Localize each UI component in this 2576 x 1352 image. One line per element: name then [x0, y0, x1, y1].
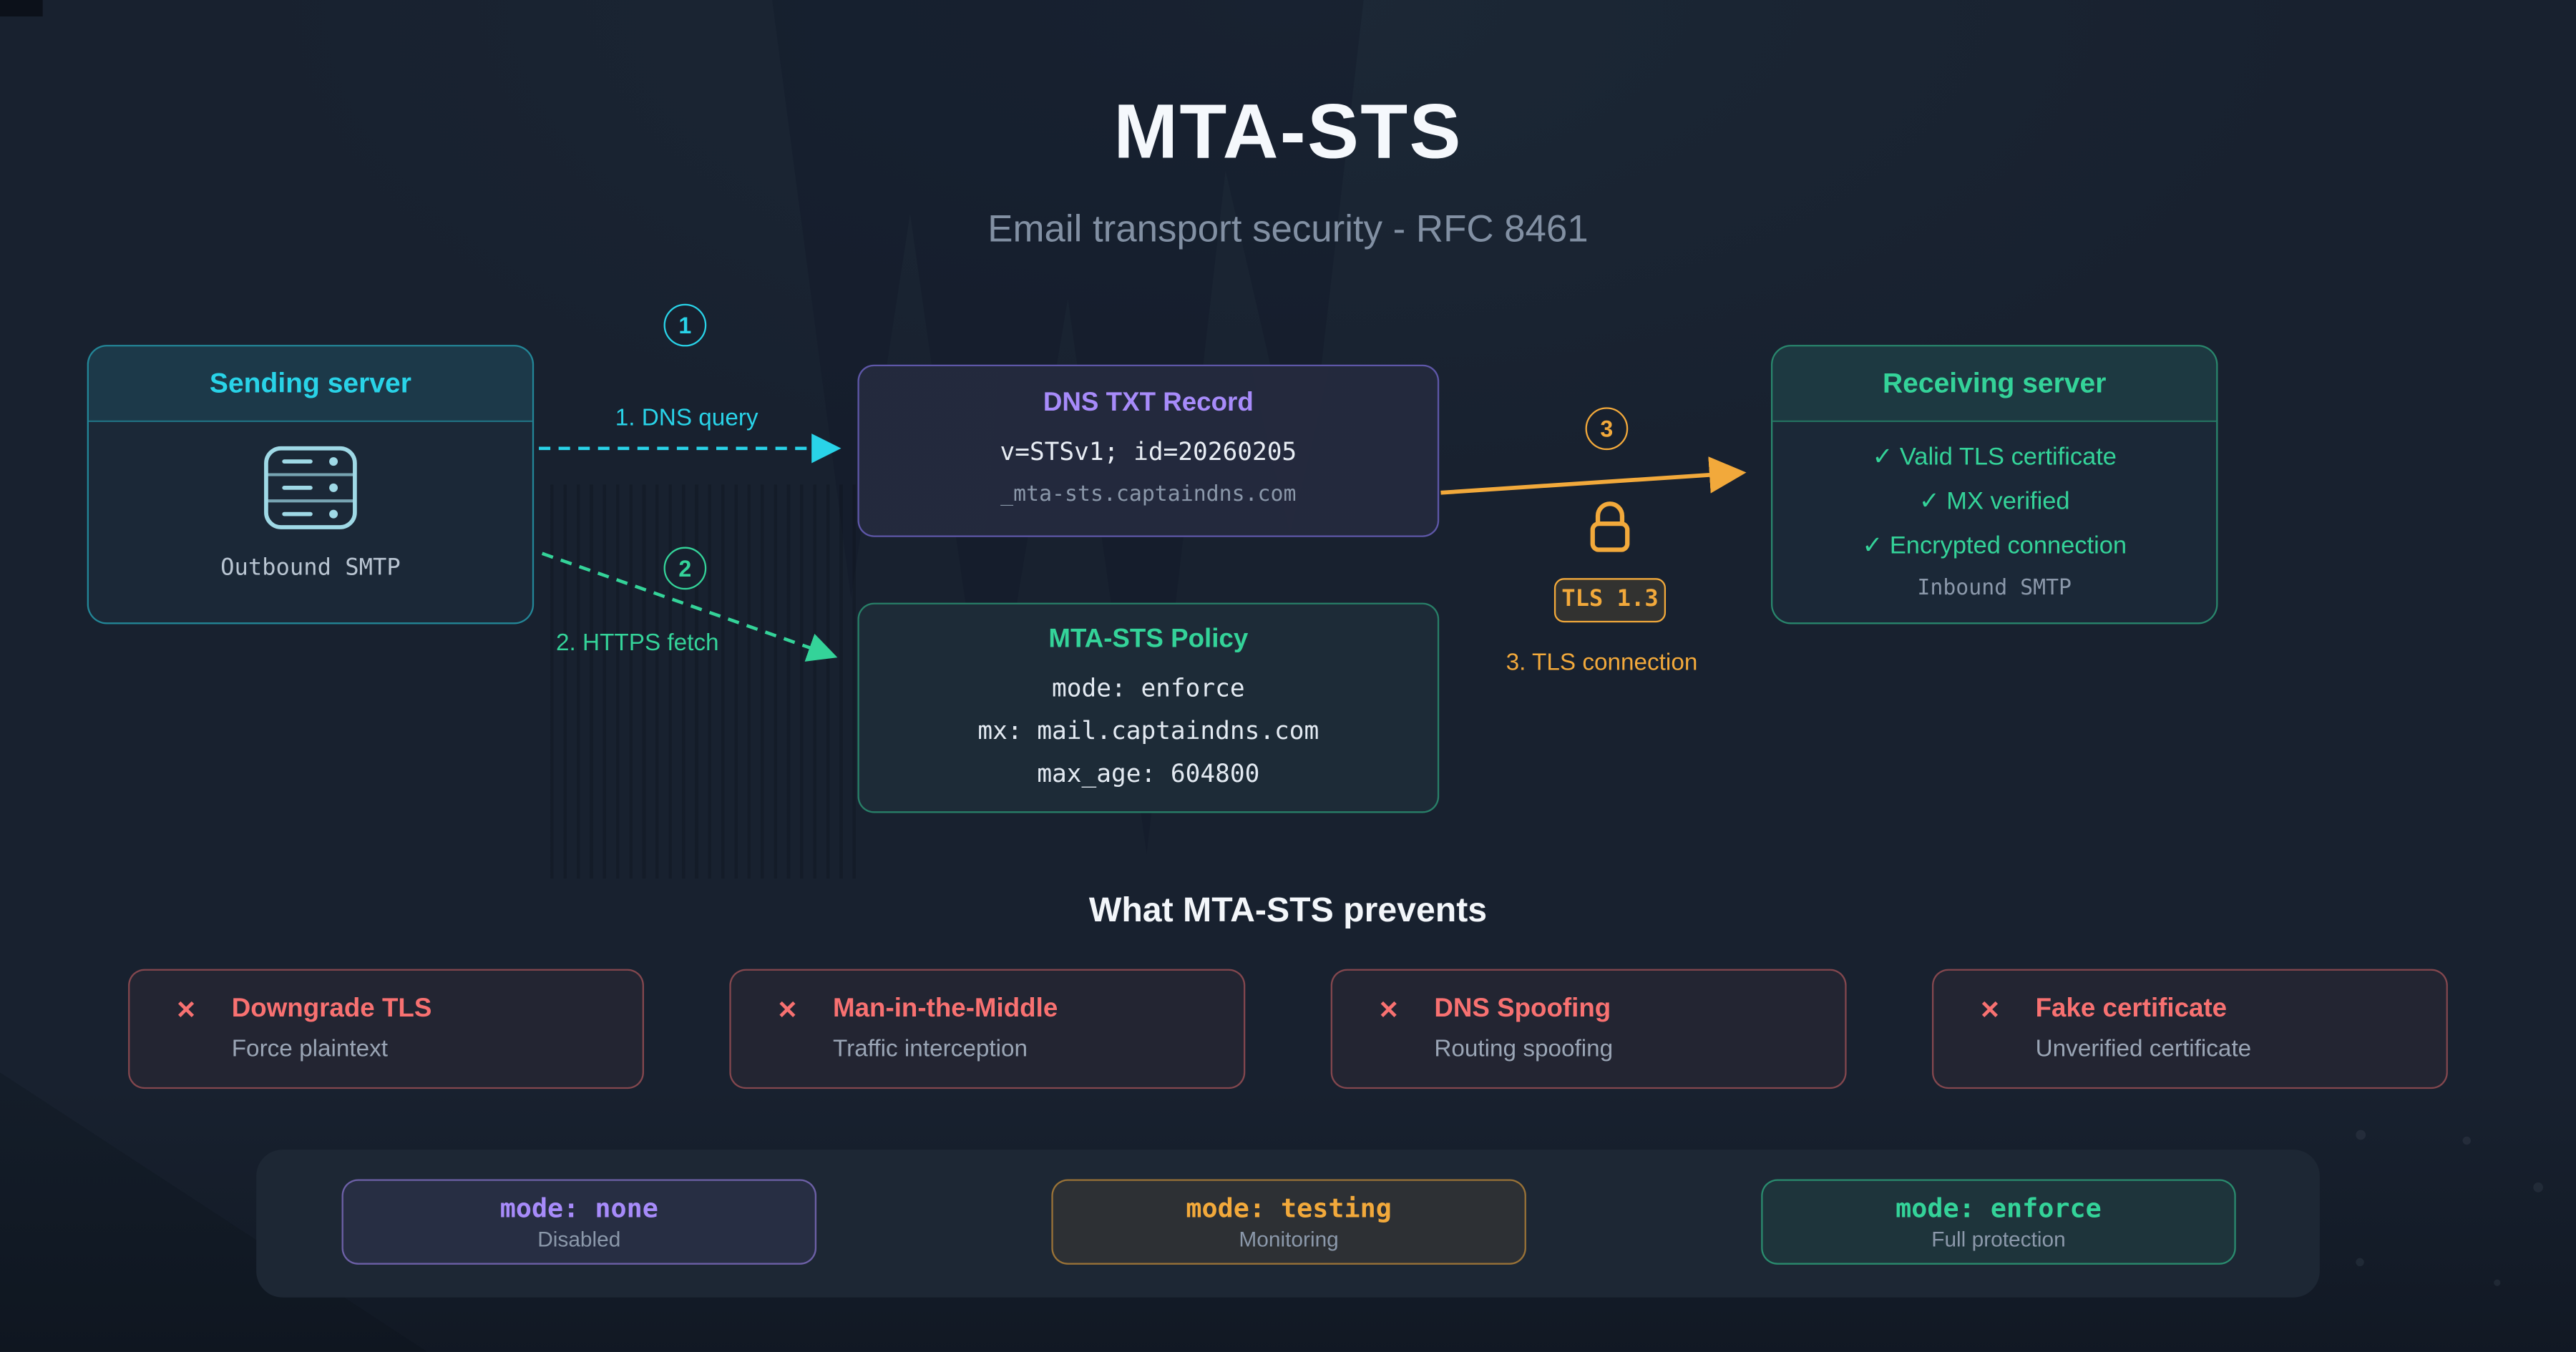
- threat-dns-spoofing: ✕ DNS Spoofing Routing spoofing: [1330, 969, 1847, 1089]
- policy-mode-line: mode: enforce: [1052, 673, 1245, 703]
- particle-dot: [2533, 1182, 2544, 1192]
- policy-maxage-line: max_age: 604800: [1037, 758, 1260, 789]
- mode-enforce-box: mode: enforce Full protection: [1761, 1179, 2236, 1265]
- dns-record-host: _mta-sts.captaindns.com: [1000, 482, 1297, 508]
- x-icon: ✕: [1979, 996, 2001, 1025]
- mode-none-label: mode: none: [499, 1192, 658, 1224]
- step2-badge: 2: [663, 547, 707, 590]
- mode-testing-subtitle: Monitoring: [1239, 1227, 1339, 1252]
- step1-badge: 1: [663, 303, 707, 347]
- check-encrypted: ✓ Encrypted connection: [1862, 532, 2127, 560]
- prevents-heading: What MTA-STS prevents: [1088, 891, 1488, 930]
- modes-progression-bar: mode: none Disabled mode: testing Monito…: [256, 1150, 2320, 1298]
- threat-title: Downgrade TLS: [231, 995, 432, 1024]
- threat-title: DNS Spoofing: [1434, 995, 1611, 1024]
- dns-record-value: v=STSv1; id=20260205: [1000, 436, 1297, 467]
- policy-mx-line: mx: mail.captaindns.com: [977, 716, 1319, 746]
- mode-none-box: mode: none Disabled: [341, 1179, 817, 1265]
- step2-label: 2. HTTPS fetch: [556, 630, 719, 657]
- threat-fake-certificate: ✕ Fake certificate Unverified certificat…: [1931, 969, 2448, 1089]
- step3-label: 3. TLS connection: [1506, 650, 1698, 677]
- mta-sts-policy-box: MTA-STS Policy mode: enforce mx: mail.ca…: [857, 602, 1440, 813]
- x-icon: ✕: [175, 996, 197, 1025]
- lock-icon: [1579, 498, 1641, 565]
- particle-dot: [2356, 1130, 2366, 1140]
- threat-subtitle: Unverified certificate: [2035, 1036, 2252, 1063]
- particle-dot: [2494, 1279, 2501, 1286]
- background-topleft-decor: [0, 0, 43, 16]
- sending-server-caption: Outbound SMTP: [220, 555, 401, 582]
- receiving-server-box: Receiving server ✓ Valid TLS certificate…: [1770, 345, 2218, 624]
- background-bars-decor: [550, 484, 863, 879]
- dns-txt-record-box: DNS TXT Record v=STSv1; id=20260205 _mta…: [857, 364, 1440, 537]
- particle-dot: [2356, 1258, 2364, 1267]
- server-icon: [258, 444, 363, 540]
- threat-title: Man-in-the-Middle: [833, 995, 1058, 1024]
- x-icon: ✕: [1378, 996, 1400, 1025]
- mode-testing-label: mode: testing: [1186, 1192, 1392, 1224]
- page-title: MTA-STS: [1113, 87, 1463, 175]
- tls-connection-arrow: [1440, 456, 1747, 495]
- threat-mitm: ✕ Man-in-the-Middle Traffic interception: [729, 969, 1246, 1089]
- x-icon: ✕: [776, 996, 798, 1025]
- receiving-server-caption: Inbound SMTP: [1917, 576, 2072, 602]
- sending-server-title: Sending server: [88, 346, 532, 423]
- particle-dot: [2462, 1136, 2472, 1145]
- tls-version-badge: TLS 1.3: [1553, 578, 1667, 623]
- page-subtitle: Email transport security - RFC 8461: [987, 207, 1589, 250]
- mode-none-subtitle: Disabled: [537, 1227, 621, 1252]
- step1-label: 1. DNS query: [615, 406, 758, 432]
- dns-record-title: DNS TXT Record: [1043, 389, 1254, 418]
- check-valid-tls: ✓ Valid TLS certificate: [1872, 443, 2117, 471]
- threat-subtitle: Traffic interception: [833, 1036, 1028, 1063]
- sending-server-box: Sending server Outbound SMTP: [87, 345, 535, 624]
- threat-downgrade-tls: ✕ Downgrade TLS Force plaintext: [128, 969, 644, 1089]
- mode-enforce-label: mode: enforce: [1896, 1192, 2102, 1224]
- check-mx-verified: ✓ MX verified: [1918, 487, 2070, 516]
- step3-badge: 3: [1585, 407, 1629, 451]
- threat-title: Fake certificate: [2035, 995, 2228, 1024]
- threat-subtitle: Force plaintext: [231, 1036, 389, 1063]
- mode-enforce-subtitle: Full protection: [1931, 1227, 2066, 1252]
- mode-testing-box: mode: testing Monitoring: [1051, 1179, 1526, 1265]
- receiving-server-title: Receiving server: [1772, 346, 2217, 423]
- threat-subtitle: Routing spoofing: [1434, 1036, 1614, 1063]
- policy-title: MTA-STS Policy: [1048, 625, 1249, 654]
